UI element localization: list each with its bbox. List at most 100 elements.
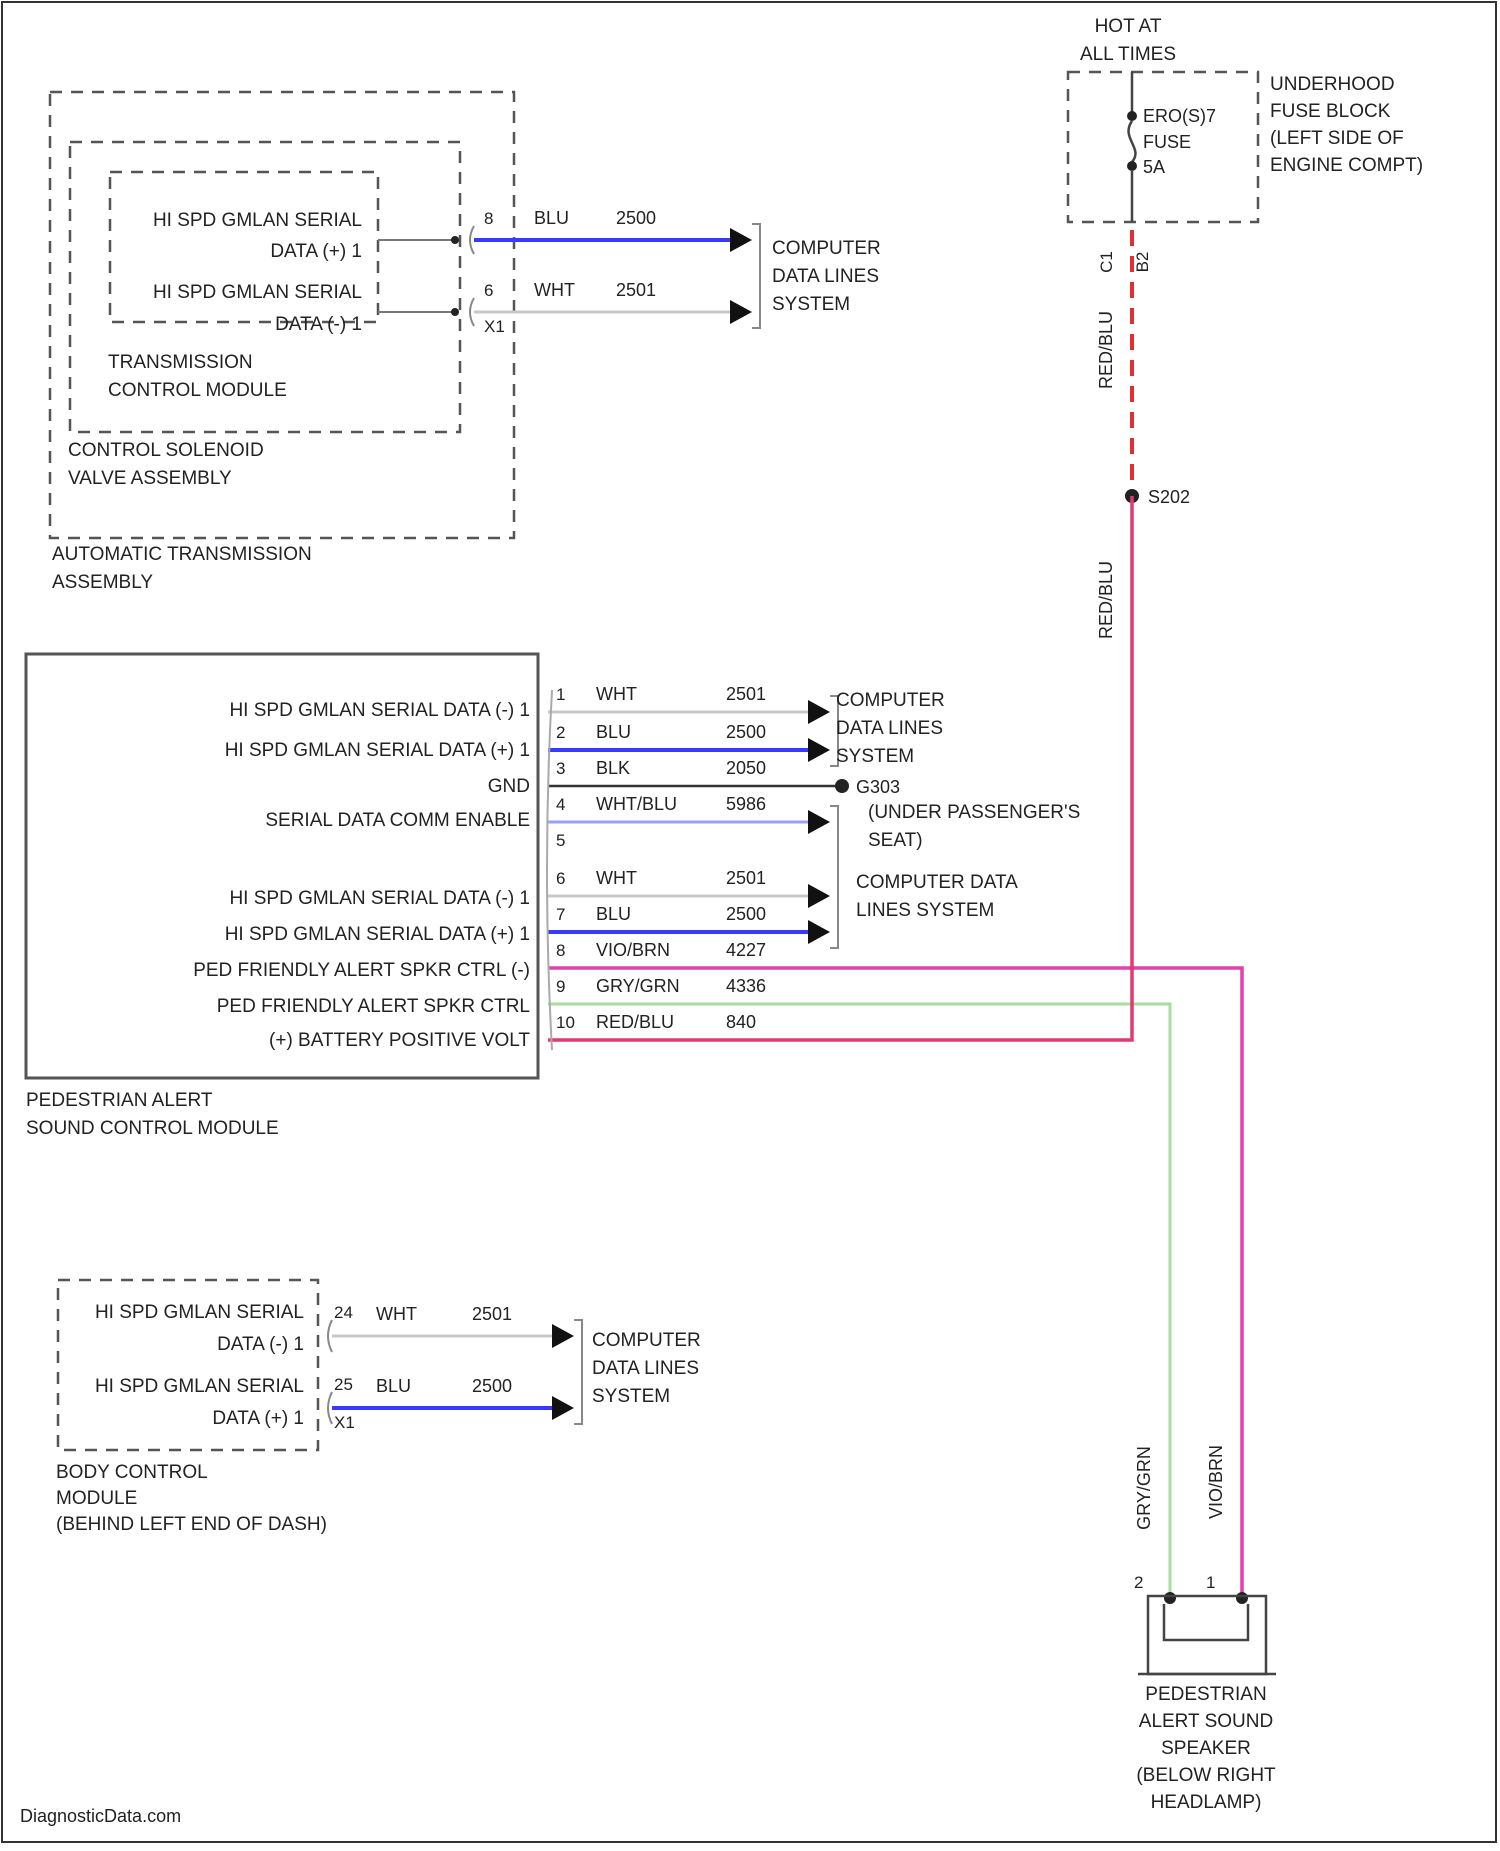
fuse-wire-label-lower: RED/BLU — [1096, 561, 1116, 639]
tcm-terminal-1 — [451, 236, 459, 244]
bcm-wire-color-wht: WHT — [376, 1304, 417, 1324]
pascm-pin-label-8: PED FRIENDLY ALERT SPKR CTRL (-) — [193, 960, 530, 981]
bcm-destination-1: COMPUTER — [592, 1330, 701, 1351]
pascm-wire-color-8: VIO/BRN — [596, 940, 670, 960]
bcm-pin-label-2b: DATA (+) 1 — [212, 1408, 304, 1429]
speaker-label-5: HEADLAMP) — [1151, 1792, 1262, 1813]
bcm-destination-2: DATA LINES — [592, 1358, 699, 1379]
speaker-wire-label-gry-grn: GRY/GRN — [1134, 1446, 1154, 1530]
bcm-wire-circuit-2501: 2501 — [472, 1304, 512, 1324]
fuse-type: FUSE — [1143, 132, 1191, 152]
tcm-pin-6: 6 — [484, 281, 493, 300]
bcm-connector-2 — [328, 1392, 332, 1424]
speaker-coil-icon — [1164, 1604, 1248, 1640]
pascm-label-2: SOUND CONTROL MODULE — [26, 1118, 279, 1139]
pascm-wire-color-2: BLU — [596, 722, 631, 742]
pascm-label-1: PEDESTRIAN ALERT — [26, 1090, 213, 1111]
pascm-section: PEDESTRIAN ALERT SOUND CONTROL MODULE HI… — [26, 496, 1242, 1594]
speaker-pin-2: 2 — [1134, 1573, 1143, 1592]
tcm-label-2: CONTROL MODULE — [108, 380, 287, 401]
pascm-circuit-3: 2050 — [726, 758, 766, 778]
tcm-label-1: TRANSMISSION — [108, 352, 253, 373]
csva-label-1: CONTROL SOLENOID — [68, 440, 264, 461]
speaker-label-4: (BELOW RIGHT — [1136, 1765, 1276, 1786]
pascm-pin-label-2: HI SPD GMLAN SERIAL DATA (+) 1 — [225, 740, 530, 761]
pascm-arrow-6-icon — [808, 884, 830, 908]
bcm-connector-x1: X1 — [334, 1413, 355, 1432]
bcm-pin-24: 24 — [334, 1303, 353, 1322]
csva-label-2: VALVE ASSEMBLY — [68, 468, 232, 489]
pascm-pin-label-9: PED FRIENDLY ALERT SPKR CTRL — [217, 996, 530, 1017]
pascm-pin-2: 2 — [556, 723, 565, 742]
fuse-block-label-2: FUSE BLOCK — [1270, 101, 1391, 122]
bcm-pin-label-1a: HI SPD GMLAN SERIAL — [95, 1302, 304, 1323]
fuse-terminal-top — [1127, 111, 1137, 121]
pascm-circuit-6: 2501 — [726, 868, 766, 888]
tcm-pin-label-2a: HI SPD GMLAN SERIAL — [153, 282, 362, 303]
watermark: DiagnosticData.com — [20, 1806, 181, 1826]
pascm-pin-label-4: SERIAL DATA COMM ENABLE — [265, 810, 530, 831]
pascm-pin-7: 7 — [556, 905, 565, 924]
pascm-destination-top-3: SYSTEM — [836, 746, 914, 767]
tcm-wire-circuit-2501: 2501 — [616, 280, 656, 300]
fuse-rating: 5A — [1143, 157, 1165, 177]
pascm-wire-color-7: BLU — [596, 904, 631, 924]
fuse-pin-b2: B2 — [1133, 252, 1152, 273]
pascm-wire-color-3: BLK — [596, 758, 630, 778]
speaker-label-3: SPEAKER — [1161, 1738, 1251, 1759]
pascm-pin-6: 6 — [556, 869, 565, 888]
tcm-connector-2 — [470, 298, 474, 326]
tcm-pin-label-1a: HI SPD GMLAN SERIAL — [153, 210, 362, 231]
fuse-pin-c1: C1 — [1097, 251, 1116, 273]
pascm-destination-bottom-1: COMPUTER DATA — [856, 872, 1018, 893]
pascm-wire-color-4: WHT/BLU — [596, 794, 677, 814]
tcm-wire-color-blu: BLU — [534, 208, 569, 228]
pascm-destination-top-2: DATA LINES — [836, 718, 943, 739]
bcm-label-3: (BEHIND LEFT END OF DASH) — [56, 1514, 327, 1535]
bcm-pin-25: 25 — [334, 1375, 353, 1394]
speaker-terminal-right — [1236, 1592, 1248, 1604]
pascm-pin-8: 8 — [556, 941, 565, 960]
fuse-block-label-1: UNDERHOOD — [1270, 74, 1395, 95]
fuse-wire-label-upper: RED/BLU — [1096, 311, 1116, 389]
tcm-terminal-2 — [451, 308, 459, 316]
speaker-section: GRY/GRN VIO/BRN 2 1 PEDESTRIAN ALERT SOU… — [1134, 1445, 1276, 1813]
speaker-label-1: PEDESTRIAN — [1145, 1684, 1266, 1705]
speaker-label-2: ALERT SOUND — [1139, 1711, 1273, 1732]
pascm-destination-top-1: COMPUTER — [836, 690, 945, 711]
pascm-circuit-7: 2500 — [726, 904, 766, 924]
bcm-pin-label-1b: DATA (-) 1 — [217, 1334, 304, 1355]
pascm-arrow-4-icon — [808, 810, 830, 834]
pascm-circuit-1: 2501 — [726, 684, 766, 704]
ground-location-2: SEAT) — [868, 830, 923, 851]
pascm-connector-bracket — [547, 690, 552, 1050]
pascm-pin-4: 4 — [556, 795, 565, 814]
pascm-pin-label-10: (+) BATTERY POSITIVE VOLT — [269, 1030, 530, 1051]
fuse-element-icon — [1129, 121, 1136, 162]
bcm-section: HI SPD GMLAN SERIAL DATA (-) 1 HI SPD GM… — [56, 1280, 701, 1535]
splice-s202-label: S202 — [1148, 487, 1190, 507]
tcm-destination-2: DATA LINES — [772, 266, 879, 287]
transmission-section: HI SPD GMLAN SERIAL DATA (+) 1 HI SPD GM… — [50, 92, 881, 593]
bcm-label-1: BODY CONTROL — [56, 1462, 208, 1483]
pascm-arrow-2-icon — [808, 738, 830, 762]
tcm-wire-color-wht: WHT — [534, 280, 575, 300]
bcm-destination-brace — [574, 1320, 582, 1424]
transmission-assembly-label-2: ASSEMBLY — [52, 572, 153, 593]
ground-g303-icon — [835, 779, 849, 793]
speaker-terminal-left — [1164, 1592, 1176, 1604]
pascm-wire-color-1: WHT — [596, 684, 637, 704]
tcm-destination-1: COMPUTER — [772, 238, 881, 259]
fuse-block-label-3: (LEFT SIDE OF — [1270, 128, 1404, 149]
bcm-arrow-2-icon — [552, 1396, 574, 1420]
tcm-pin-label-1b: DATA (+) 1 — [270, 241, 362, 262]
pascm-destination-brace-bottom — [830, 806, 838, 948]
pascm-arrow-7-icon — [808, 920, 830, 944]
speaker-wire-label-vio-brn: VIO/BRN — [1206, 1445, 1226, 1519]
pascm-pin-label-1: HI SPD GMLAN SERIAL DATA (-) 1 — [229, 700, 530, 721]
pascm-wire-color-9: GRY/GRN — [596, 976, 680, 996]
bcm-pin-label-2a: HI SPD GMLAN SERIAL — [95, 1376, 304, 1397]
bcm-arrow-1-icon — [552, 1324, 574, 1348]
fuse-block-section: HOT AT ALL TIMES ERO(S)7 FUSE 5A UNDERHO… — [1068, 16, 1423, 639]
pascm-pin-5: 5 — [556, 831, 565, 850]
